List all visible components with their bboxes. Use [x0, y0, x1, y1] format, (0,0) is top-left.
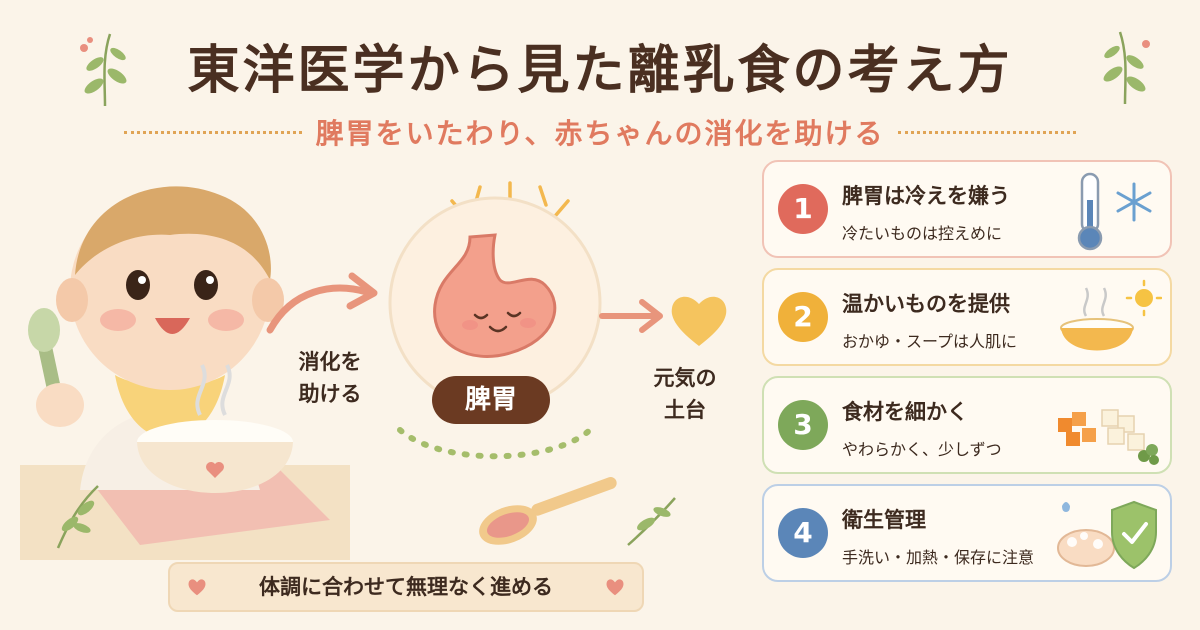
- point-description-3: やわらかく、少しずつ: [842, 440, 1002, 459]
- heart-right-icon: [606, 579, 624, 596]
- point-card-4: 4 衛生管理 手洗い・加熱・保存に注意: [762, 484, 1172, 582]
- point-number-2: 2: [778, 292, 828, 342]
- right-caption-line-2: 土台: [664, 398, 706, 422]
- subtitle-row: 脾胃をいたわり、赤ちゃんの消化を助ける: [110, 112, 1090, 152]
- spleen-stomach-badge: 脾胃: [432, 376, 550, 424]
- point-card-2: 2 温かいものを提供 おかゆ・スープは人肌に: [762, 268, 1172, 366]
- leaf-sprig-left-icon: [80, 33, 127, 107]
- leaf-sprig-bottom-left-icon: [56, 485, 99, 549]
- stomach-illustration: [388, 181, 602, 460]
- heart-icon: [671, 296, 727, 346]
- point-number-4: 4: [778, 508, 828, 558]
- baby-illustration: [20, 186, 350, 560]
- diced-food-icon: [1058, 409, 1159, 465]
- point-card-1: 1 脾胃は冷えを嫌う 冷たいものは控えめに: [762, 160, 1172, 258]
- warm-bowl-sun-icon: [1060, 279, 1162, 351]
- point-title-1: 脾胃は冷えを嫌う: [842, 184, 1010, 208]
- point-title-4: 衛生管理: [842, 508, 926, 532]
- curved-arrow-icon: [266, 272, 378, 334]
- point-card-3: 3 食材を細かく やわらかく、少しずつ: [762, 376, 1172, 474]
- footer-banner-text: 体調に合わせて無理なく進める: [259, 575, 553, 599]
- point-description-1: 冷たいものは控えめに: [842, 224, 1003, 243]
- left-caption-line-1: 消化を: [298, 350, 362, 374]
- point-description-4: 手洗い・加熱・保存に注意: [842, 548, 1035, 567]
- dotted-divider-left: [124, 130, 302, 134]
- point-description-2: おかゆ・スープは人肌に: [842, 332, 1018, 351]
- leaf-sprig-bottom-right-icon: [627, 497, 676, 546]
- point-number-1: 1: [778, 184, 828, 234]
- point-title-2: 温かいものを提供: [842, 292, 1010, 316]
- leaf-sprig-right-icon: [1103, 31, 1150, 105]
- right-caption: 元気の 土台: [640, 362, 730, 426]
- point-number-3: 3: [778, 400, 828, 450]
- arrow-right-icon: [599, 299, 663, 333]
- spoon-icon: [479, 477, 617, 545]
- dotted-divider-right: [898, 130, 1077, 134]
- handwash-shield-icon: [1057, 500, 1157, 570]
- page-subtitle: 脾胃をいたわり、赤ちゃんの消化を助ける: [315, 117, 885, 150]
- heart-left-icon: [188, 579, 206, 596]
- right-caption-line-1: 元気の: [653, 366, 717, 390]
- thermometer-snowflake-icon: [1077, 172, 1152, 251]
- page-title: 東洋医学から見た離乳食の考え方: [187, 41, 1013, 101]
- left-caption-line-2: 助ける: [298, 382, 362, 406]
- footer-banner: 体調に合わせて無理なく進める: [168, 562, 644, 612]
- left-caption: 消化を 助ける: [290, 346, 370, 410]
- point-title-3: 食材を細かく: [842, 400, 968, 424]
